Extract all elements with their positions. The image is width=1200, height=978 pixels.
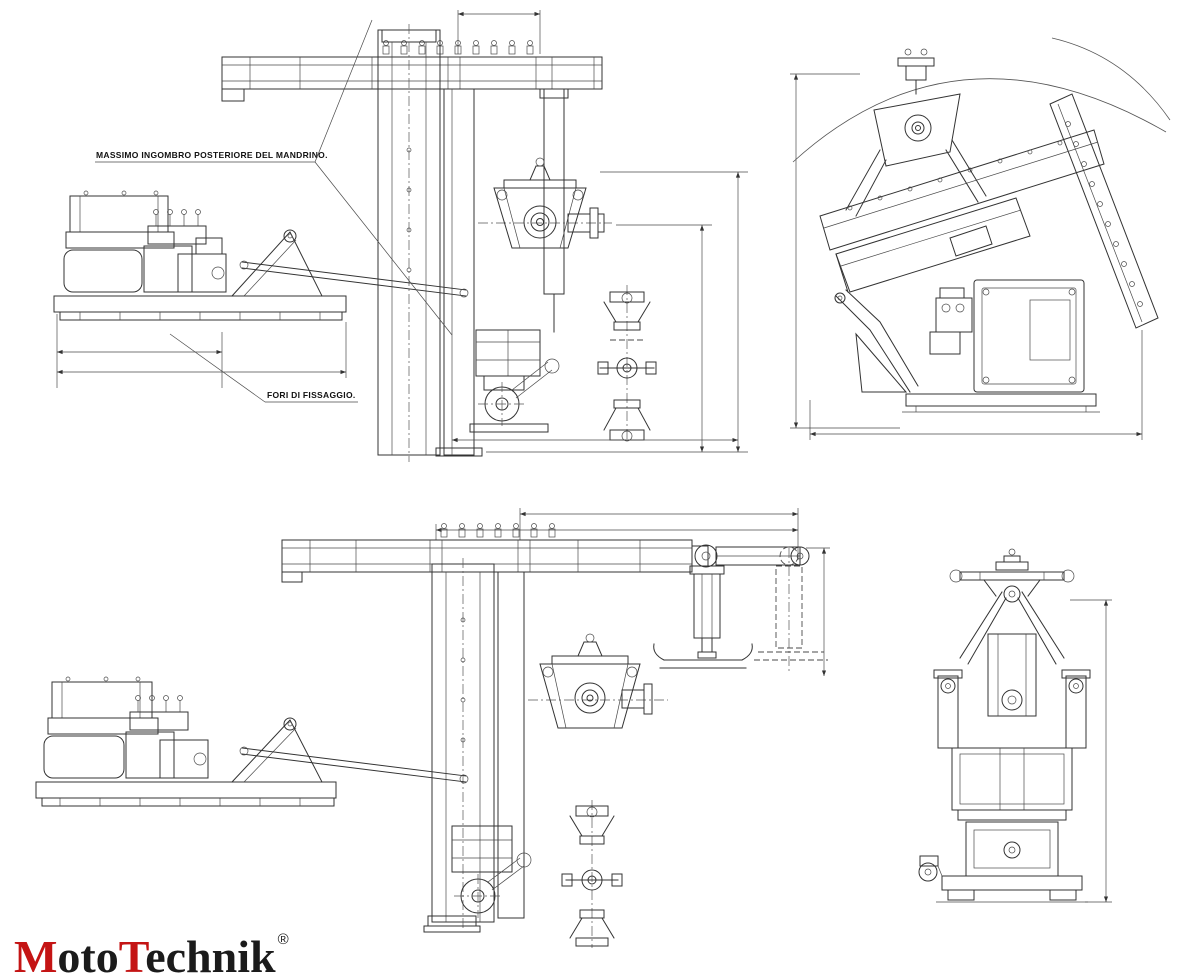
tilted-view-drawing (790, 37, 1171, 440)
mounting-holes-annotation: FORI DI FISSAGGIO. (169, 333, 358, 403)
logo-letter-t: T (118, 931, 146, 978)
extended-arm-view-drawing (35, 508, 830, 948)
mounting-holes-label: FORI DI FISSAGGIO. (267, 390, 356, 400)
rear-overhang-annotation: MASSIMO INGOMBRO POSTERIORE DEL MANDRINO… (95, 19, 453, 336)
mototechnik-logo: MotoTechnik® (14, 912, 289, 978)
logo-text-oto: oto (57, 931, 119, 978)
logo-text-echnik: echnik (145, 931, 276, 978)
registered-trademark-icon: ® (277, 931, 289, 948)
logo-letter-m: M (14, 931, 58, 978)
front-view-drawing (918, 548, 1112, 903)
side-view-folded-drawing: MASSIMO INGOMBRO POSTERIORE DEL MANDRINO… (53, 10, 748, 462)
rear-overhang-label: MASSIMO INGOMBRO POSTERIORE DEL MANDRINO… (96, 150, 328, 160)
